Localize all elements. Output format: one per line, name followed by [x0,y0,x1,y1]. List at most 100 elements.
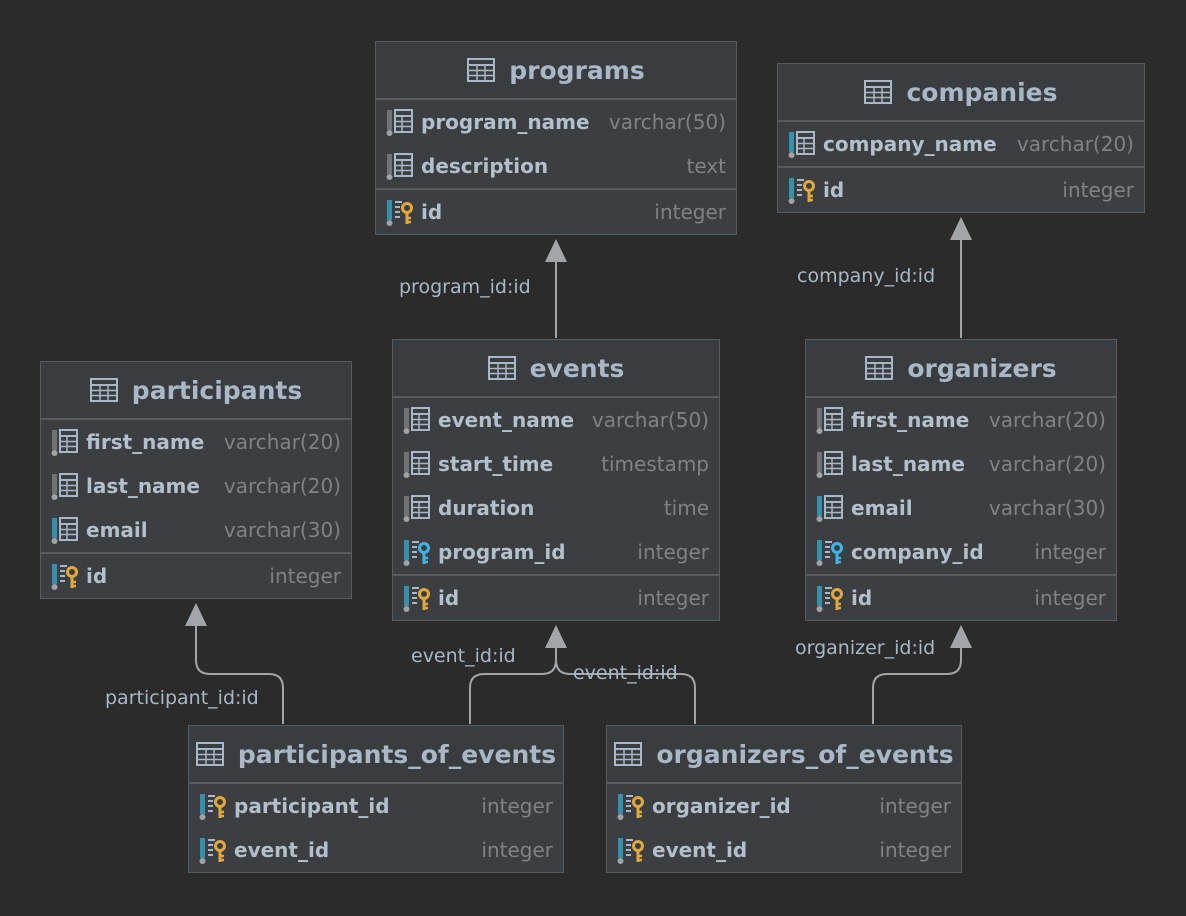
column-row[interactable]: event_id integer [607,828,961,872]
primary-key-icon [386,200,413,226]
table-title: events [529,353,625,383]
table-header[interactable]: participants_of_events [189,726,563,784]
column-row[interactable]: program_id integer [393,530,719,574]
column-type: integer [481,794,553,818]
primary-key-icon [617,838,644,864]
table-header[interactable]: events [393,340,719,398]
table-icon [195,742,224,766]
column-icon [386,109,413,136]
column-name: event_id [234,838,330,862]
column-type: integer [637,540,709,564]
table-title: organizers_of_events [656,739,954,769]
table-header[interactable]: programs [376,42,736,100]
column-name: first_name [851,408,970,432]
arrowhead-companies [950,217,972,240]
column-row[interactable]: email varchar(30) [41,508,351,552]
column-type: integer [879,838,951,862]
table-header[interactable]: organizers [806,340,1116,398]
column-row[interactable]: start_time timestamp [393,442,719,486]
table-header[interactable]: organizers_of_events [607,726,961,784]
column-row[interactable]: event_id integer [189,828,563,872]
column-name: last_name [851,452,965,476]
column-type: integer [637,586,709,610]
column-icon [386,153,413,180]
column-row[interactable]: company_id integer [806,530,1116,574]
relation-label-event-organizers: event_id:id [573,662,678,684]
column-type: timestamp [601,452,709,476]
column-name: event_name [438,408,575,432]
column-icon [788,131,815,158]
column-type: integer [269,564,341,588]
connector-poe-participants[interactable] [195,626,284,724]
column-name: email [851,496,913,520]
column-type: varchar(20) [223,474,341,498]
table-icon [89,378,118,402]
column-name: organizer_id [652,794,791,818]
column-name: start_time [438,452,554,476]
column-icon [816,451,843,478]
column-name: program_name [421,110,590,134]
keys-section: id integer [778,168,1144,212]
column-name: id [86,564,108,588]
table-header[interactable]: companies [778,64,1144,122]
primary-key-icon [51,564,78,590]
column-icon [51,429,78,456]
column-icon [816,407,843,434]
column-type: integer [481,838,553,862]
column-type: varchar(50) [608,110,726,134]
connector-poe-events[interactable] [469,648,557,724]
column-row[interactable]: id integer [41,554,351,598]
column-type: integer [1062,178,1134,202]
relation-label-event-participants: event_id:id [411,645,516,667]
table-programs[interactable]: programs program_name varchar(50) descripti… [375,41,737,235]
table-icon [487,356,516,380]
column-type: text [686,154,726,178]
column-name: event_id [652,838,748,862]
column-name: program_id [438,540,566,564]
column-type: time [663,496,709,520]
column-type: integer [1034,540,1106,564]
relation-label-program: program_id:id [399,276,531,298]
column-row[interactable]: program_name varchar(50) [376,100,736,144]
column-name: id [823,178,845,202]
column-row[interactable]: id integer [778,168,1144,212]
column-type: integer [654,200,726,224]
column-name: email [86,518,148,542]
arrowhead-programs [545,239,567,262]
foreign-key-icon [816,540,843,566]
column-name: company_id [851,540,984,564]
table-title: programs [509,55,645,85]
table-header[interactable]: participants [41,362,351,420]
column-type: varchar(30) [223,518,341,542]
connector-ooe-events[interactable] [555,648,696,724]
connector-ooe-organizers[interactable] [872,648,962,724]
